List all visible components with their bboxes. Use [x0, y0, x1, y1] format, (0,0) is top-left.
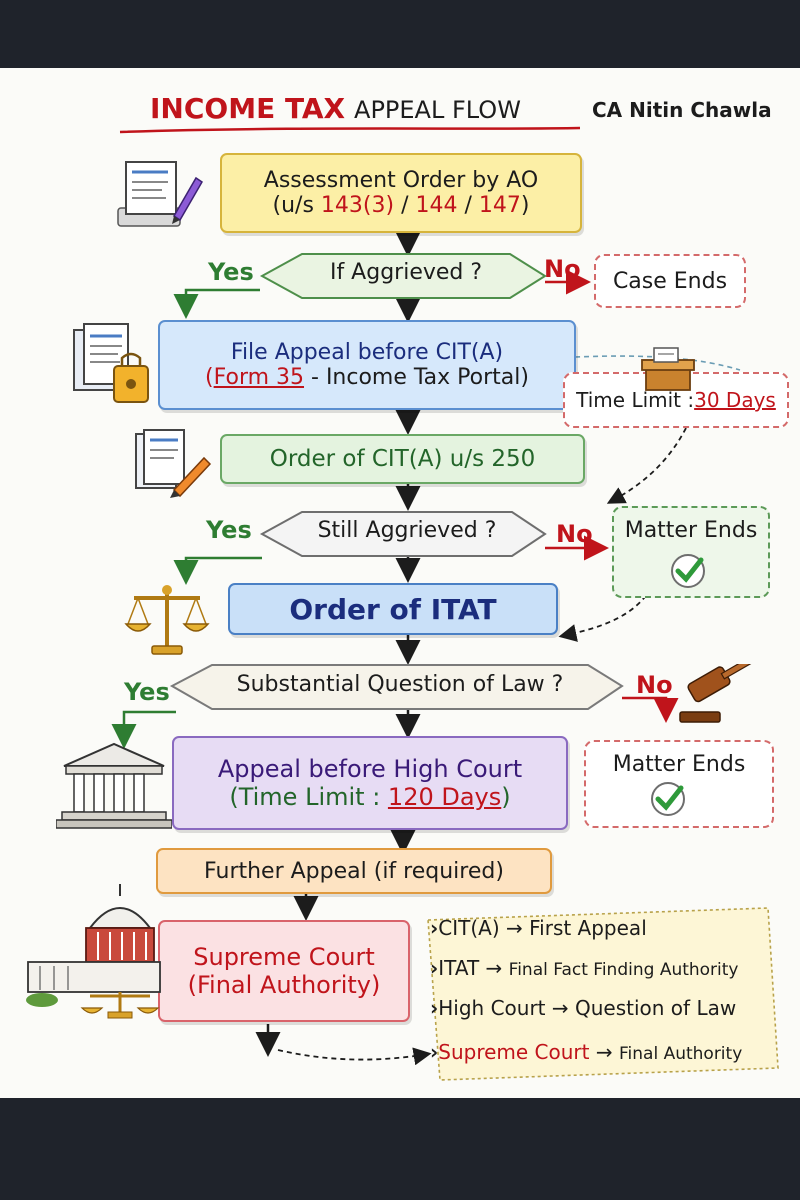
assessment-order-box: Assessment Order by AO (u/s 143(3) / 144…: [220, 153, 582, 233]
document-pen-icon: [117, 161, 204, 227]
itat-order-box: Order of ITAT: [228, 583, 558, 635]
time-limit-label: Time Limit :: [576, 388, 695, 412]
checkmark-icon: [651, 782, 685, 816]
no-label-3: No: [636, 671, 673, 699]
summary-row-3: ›High Court → Question of Law: [430, 996, 737, 1020]
summary-row-2: ›ITAT → Final Fact Finding Authority: [430, 956, 739, 980]
high-court-title: Appeal before High Court: [217, 755, 523, 783]
matter-ends-box-2: Matter Ends: [584, 740, 774, 828]
courthouse-icon: [56, 742, 172, 829]
no-label-2: No: [556, 520, 593, 548]
yes-label-1: Yes: [208, 258, 254, 286]
high-court-time-limit: (Time Limit : 120 Days): [229, 783, 511, 811]
author-name: CA Nitin Chawla: [592, 98, 772, 122]
assessment-title: Assessment Order by AO: [263, 168, 539, 193]
supreme-court-box: Supreme Court (Final Authority): [158, 920, 410, 1022]
case-ends-box: Case Ends: [594, 254, 746, 308]
summary-row-1: ›CIT(A) → First Appeal: [430, 916, 647, 940]
connector-lines: [111, 126, 779, 1081]
flowchart-sheet: INCOME TAX APPEAL FLOW CA Nitin Chawla A…: [0, 68, 800, 1098]
decision-still-aggrieved: Still Aggrieved ?: [317, 518, 497, 543]
files-lock-icon: [73, 323, 149, 403]
yes-label-2: Yes: [206, 516, 252, 544]
matter-ends-text-2: Matter Ends: [612, 752, 746, 777]
gavel-icon: [679, 664, 760, 723]
decision-if-aggrieved: If Aggrieved ?: [329, 260, 483, 285]
cita-appeal-form: (Form 35 - Income Tax Portal): [205, 365, 529, 390]
title-part2: APPEAL FLOW: [354, 96, 521, 124]
high-court-box: Appeal before High Court (Time Limit : 1…: [172, 736, 568, 830]
further-appeal-box: Further Appeal (if required): [156, 848, 552, 894]
summary-row-4: ›Supreme Court → Final Authority: [430, 1040, 743, 1064]
supreme-court-title: Supreme Court: [193, 943, 375, 971]
title-part1: INCOME TAX: [150, 92, 346, 125]
document-pencil-icon: [135, 429, 212, 498]
decision-question-of-law: Substantial Question of Law ?: [236, 672, 564, 697]
cita-appeal-title: File Appeal before CIT(A): [230, 340, 504, 365]
supreme-court-icon: [26, 884, 161, 1019]
cita-appeal-box: File Appeal before CIT(A) (Form 35 - Inc…: [158, 320, 576, 410]
cita-order-box: Order of CIT(A) u/s 250: [220, 434, 585, 484]
no-label-1: No: [544, 255, 581, 283]
yes-label-3: Yes: [124, 678, 170, 706]
time-limit-value: 30 Days: [694, 388, 776, 412]
package-icon: [641, 347, 695, 391]
supreme-court-subtitle: (Final Authority): [187, 971, 381, 999]
checkmark-icon: [671, 554, 705, 588]
matter-ends-text-1: Matter Ends: [624, 518, 758, 543]
matter-ends-box-1: Matter Ends: [612, 506, 770, 598]
page-title: INCOME TAX APPEAL FLOW: [150, 92, 521, 125]
scales-icon: [124, 585, 210, 655]
assessment-sections: (u/s 143(3) / 144 / 147): [272, 193, 530, 218]
